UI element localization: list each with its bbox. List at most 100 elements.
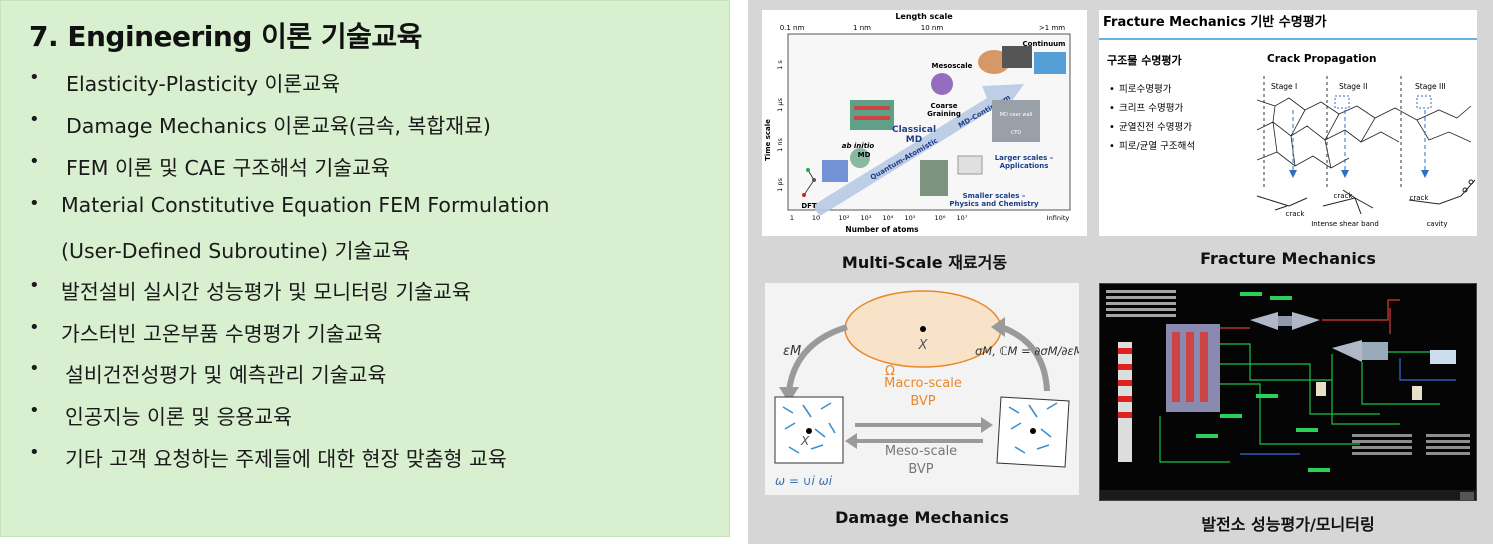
- time-tick: 1 ns: [776, 138, 784, 152]
- bullet-dot: •: [29, 317, 40, 338]
- plant-monitor-figure: [1099, 283, 1477, 501]
- macro-x-label: X: [918, 338, 929, 353]
- macro-bvp-label: BVP: [910, 394, 935, 409]
- atoms-tick: 10⁵: [905, 214, 916, 222]
- status-tags: [1196, 292, 1330, 472]
- larger-scales-label: Larger scales –: [995, 154, 1054, 162]
- arrow-head: [779, 387, 799, 403]
- stage-label: Stage I: [1271, 82, 1297, 91]
- atoms-label: Number of atoms: [845, 225, 919, 234]
- item-bullet: •: [1109, 103, 1115, 114]
- education-list-item: •설비건전성평가 및 예측관리 기술교육: [29, 358, 719, 387]
- smaller-scales-label: Smaller scales –: [963, 192, 1026, 200]
- item-bullet: •: [1109, 122, 1115, 133]
- atoms-tick: 10²: [839, 214, 850, 222]
- omega-union-label: ω = ∪i ωi: [775, 474, 833, 488]
- tank-icon: [1412, 386, 1422, 400]
- education-item-text: Material Constitutive Equation FEM Formu…: [61, 193, 550, 217]
- red-lines: [1220, 299, 1400, 334]
- grain-structure: [1256, 97, 1472, 169]
- bullet-dot: •: [29, 151, 40, 172]
- physics-structure: [920, 160, 948, 196]
- education-item-text: (User-Defined Subroutine) 기술교육: [61, 239, 411, 263]
- fracture-header: Fracture Mechanics 기반 수명평가: [1103, 14, 1327, 30]
- sub-title: 구조물 수명평가: [1107, 53, 1182, 67]
- crack-label: crack: [1286, 210, 1306, 218]
- coarse-grain-blob: [931, 73, 953, 95]
- atoms-tick: 10⁷: [957, 214, 968, 222]
- bullet-dot: •: [29, 442, 40, 463]
- macro-point: [920, 326, 926, 332]
- section-title: 7. Engineering 이론 기술교육: [29, 20, 422, 53]
- bullet-dot: •: [29, 109, 40, 130]
- item-bullet: •: [1109, 141, 1115, 152]
- education-list-item: • 인공지능 이론 및 응용교육: [29, 400, 719, 429]
- fracture-item: 피로/균열 구조해석: [1119, 140, 1195, 152]
- turbine-icon: [1292, 312, 1320, 330]
- continuum-label: Continuum: [1023, 40, 1066, 48]
- md-wall-box: [992, 100, 1040, 142]
- length-scale-label: Length scale: [895, 12, 953, 21]
- education-item-text: 가스터빈 고온부품 수명평가 기술교육: [61, 322, 383, 346]
- education-item-text: FEM 이론 및 CAE 구조해석 기술교육: [66, 156, 390, 180]
- scale-arrow: [812, 84, 1024, 216]
- time-tick: 1 s: [776, 60, 784, 70]
- length-tick: 10 nm: [921, 24, 944, 32]
- education-item-text: 인공지능 이론 및 응용교육: [65, 405, 293, 429]
- education-list-item: (User-Defined Subroutine) 기술교육: [29, 234, 719, 263]
- scrollbar-track[interactable]: [1100, 490, 1477, 501]
- turbine-shaft: [1278, 316, 1292, 326]
- crack-title: Crack Propagation: [1267, 53, 1376, 65]
- atoms-tick: Infinity: [1047, 214, 1070, 222]
- arrow-head: [1289, 170, 1297, 178]
- continuum-mesh: [1002, 46, 1032, 68]
- left-curved-arrow: [786, 324, 848, 392]
- zoom-box: [1416, 95, 1432, 109]
- ab-initio-cluster: [850, 148, 870, 168]
- length-tick: 0.1 nm: [780, 24, 805, 32]
- hrsg-tube: [1200, 332, 1208, 402]
- damage-figure: X Ω Macro-scale BVP εM σM, ℂM = ∂σM/∂εM …: [765, 283, 1079, 495]
- dft-label: DFT: [801, 202, 817, 210]
- fracture-figure: Fracture Mechanics 기반 수명평가 구조물 수명평가 • 피로…: [1099, 10, 1477, 236]
- fibers-left: [782, 402, 836, 454]
- ab-initio-md-label: MD: [858, 151, 871, 159]
- hrsg-tube: [1172, 332, 1180, 402]
- macro-scale-label: Macro-scale: [884, 376, 962, 391]
- education-list-item: • FEM 이론 및 CAE 구조해석 기술교육: [29, 151, 719, 180]
- arrow-head: [845, 433, 857, 449]
- crack-sketches: [1256, 179, 1476, 215]
- education-list-item: • 기타 고객 요청하는 주제들에 대한 현장 맞춤형 교육: [29, 442, 719, 471]
- education-item-text: 발전설비 실시간 성능평가 및 모니터링 기술교육: [61, 280, 471, 304]
- stack-icon: [1118, 342, 1132, 462]
- crack-label: crack: [1334, 192, 1354, 200]
- coarse-label: Coarse: [930, 102, 957, 110]
- atoms-tick: 10: [812, 214, 820, 222]
- bullet-dot: •: [29, 193, 40, 214]
- length-tick: 1 nm: [853, 24, 871, 32]
- omega-label: Ω: [885, 364, 895, 379]
- cfd-label: CFD: [1011, 130, 1021, 136]
- meso-bvp-label: BVP: [908, 462, 933, 477]
- crack-label: crack: [1410, 194, 1430, 202]
- scrollbar-thumb[interactable]: [1460, 492, 1474, 500]
- arrow-head: [1421, 170, 1429, 178]
- education-item-text: 기타 고객 요청하는 주제들에 대한 현장 맞춤형 교육: [65, 447, 507, 471]
- continuum-field: [1034, 52, 1066, 74]
- bullet-dot: •: [29, 400, 40, 421]
- right-curved-arrow: [999, 324, 1050, 392]
- condenser-icon: [1430, 350, 1456, 364]
- arrow-head: [1341, 170, 1349, 178]
- fracture-item: 균열진전 수명평가: [1119, 122, 1192, 133]
- arrow-head: [981, 417, 993, 433]
- item-bullet: •: [1109, 84, 1115, 95]
- atoms-tick: 10³: [861, 214, 872, 222]
- physics-label: Physics and Chemistry: [949, 200, 1039, 208]
- stage-label: Stage III: [1415, 82, 1446, 91]
- arrow-head: [991, 317, 1005, 337]
- fracture-item: 크리프 수명평가: [1119, 103, 1183, 114]
- applications-label: Applications: [1000, 162, 1049, 170]
- fracture-caption: Fracture Mechanics: [1200, 249, 1376, 268]
- time-tick: 1 μs: [776, 98, 784, 112]
- length-tick: >1 mm: [1039, 24, 1065, 32]
